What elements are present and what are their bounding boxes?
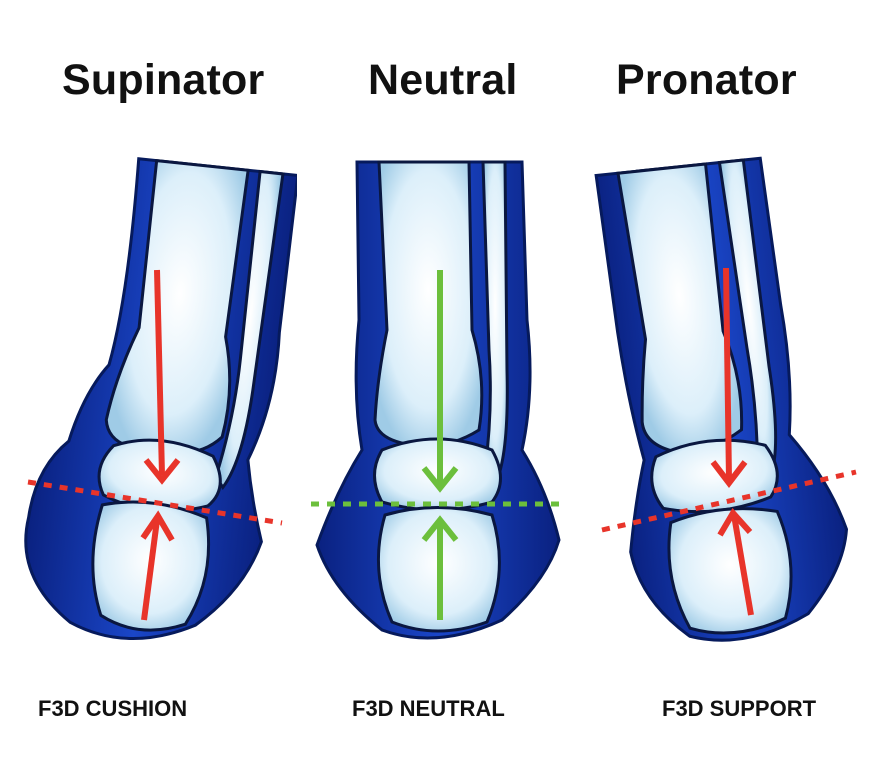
arrowhead-down bbox=[421, 466, 459, 493]
fibula-bone bbox=[214, 169, 285, 491]
supinator-foot-illustration bbox=[24, 157, 297, 640]
force-arrow-up bbox=[141, 519, 160, 621]
panel-title: Pronator bbox=[616, 56, 797, 104]
force-arrow-down bbox=[723, 267, 732, 481]
panel-caption: F3D NEUTRAL bbox=[352, 696, 505, 721]
panel-title: Supinator bbox=[62, 56, 265, 104]
force-arrow-up bbox=[731, 514, 754, 616]
panel-caption: F3D CUSHION bbox=[38, 696, 188, 721]
arrowhead-up bbox=[717, 507, 753, 537]
alignment-dashed-line bbox=[27, 479, 283, 526]
panel-caption: F3D SUPPORT bbox=[662, 696, 817, 721]
arrowhead-up bbox=[421, 515, 459, 542]
neutral-foot-illustration bbox=[311, 160, 567, 640]
talus-bone bbox=[650, 438, 779, 514]
panel-neutral: Neutral F3D NEUTRAL bbox=[297, 0, 594, 760]
force-arrow-down bbox=[154, 269, 165, 476]
arrowhead-down bbox=[143, 458, 181, 485]
arrowhead-up bbox=[140, 510, 175, 542]
panel-pronator: Pronator F3D SUPPORT bbox=[594, 0, 891, 760]
calcaneus-bone bbox=[667, 507, 793, 635]
alignment-dashed-line bbox=[601, 469, 857, 533]
panel-supinator: Supinator F3D CUSHION bbox=[0, 0, 297, 760]
panel-title: Neutral bbox=[368, 56, 518, 104]
pronator-foot-illustration bbox=[594, 156, 857, 642]
arrowhead-down bbox=[710, 460, 748, 488]
tibia-bone bbox=[373, 160, 484, 448]
